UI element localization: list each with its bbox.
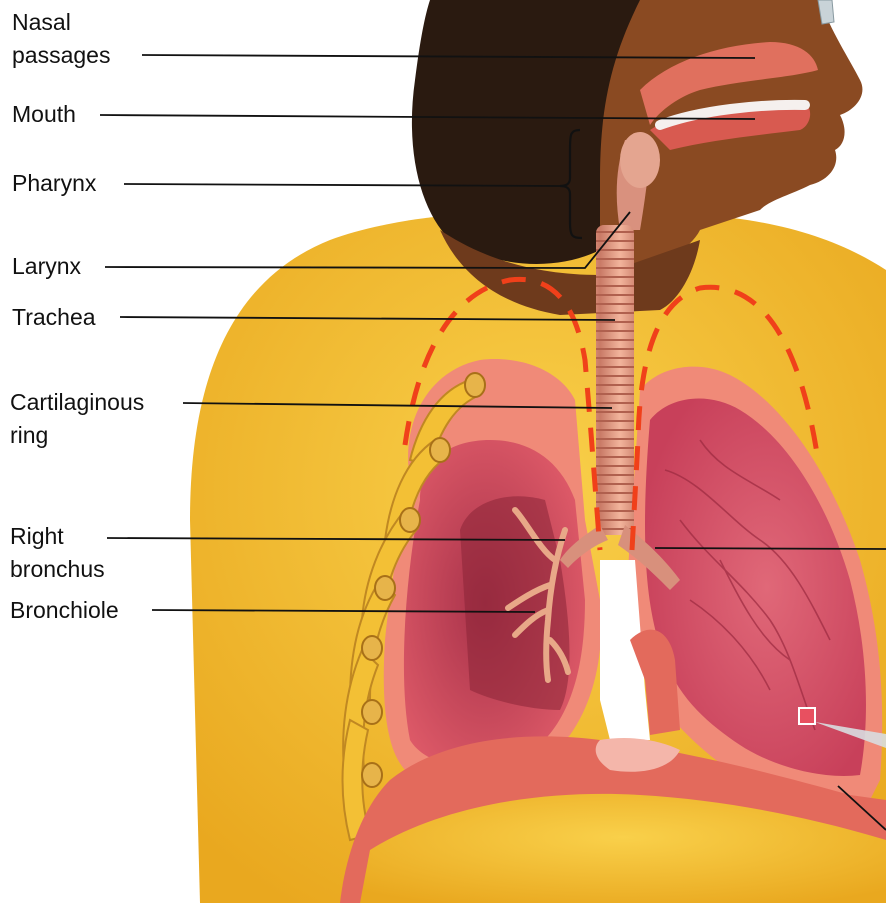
trachea-rings [596,225,634,535]
label-pharynx: Pharynx [12,167,96,199]
label-cartilage-line2: ring [10,419,48,451]
label-nasal-line1: Nasal [12,6,71,38]
label-cartilage-line1: Cartilaginous [10,386,144,418]
larynx-body [620,132,660,188]
label-mouth: Mouth [12,98,76,130]
alveoli-inset-marker [799,708,815,724]
label-right-bronchus-line2: bronchus [10,553,105,585]
label-right-bronchus-line1: Right [10,520,64,552]
label-larynx: Larynx [12,250,81,282]
leader-left-lung [655,548,886,549]
label-nasal-line2: passages [12,39,110,71]
label-bronchiole: Bronchiole [10,594,119,626]
label-trachea: Trachea [12,301,96,333]
